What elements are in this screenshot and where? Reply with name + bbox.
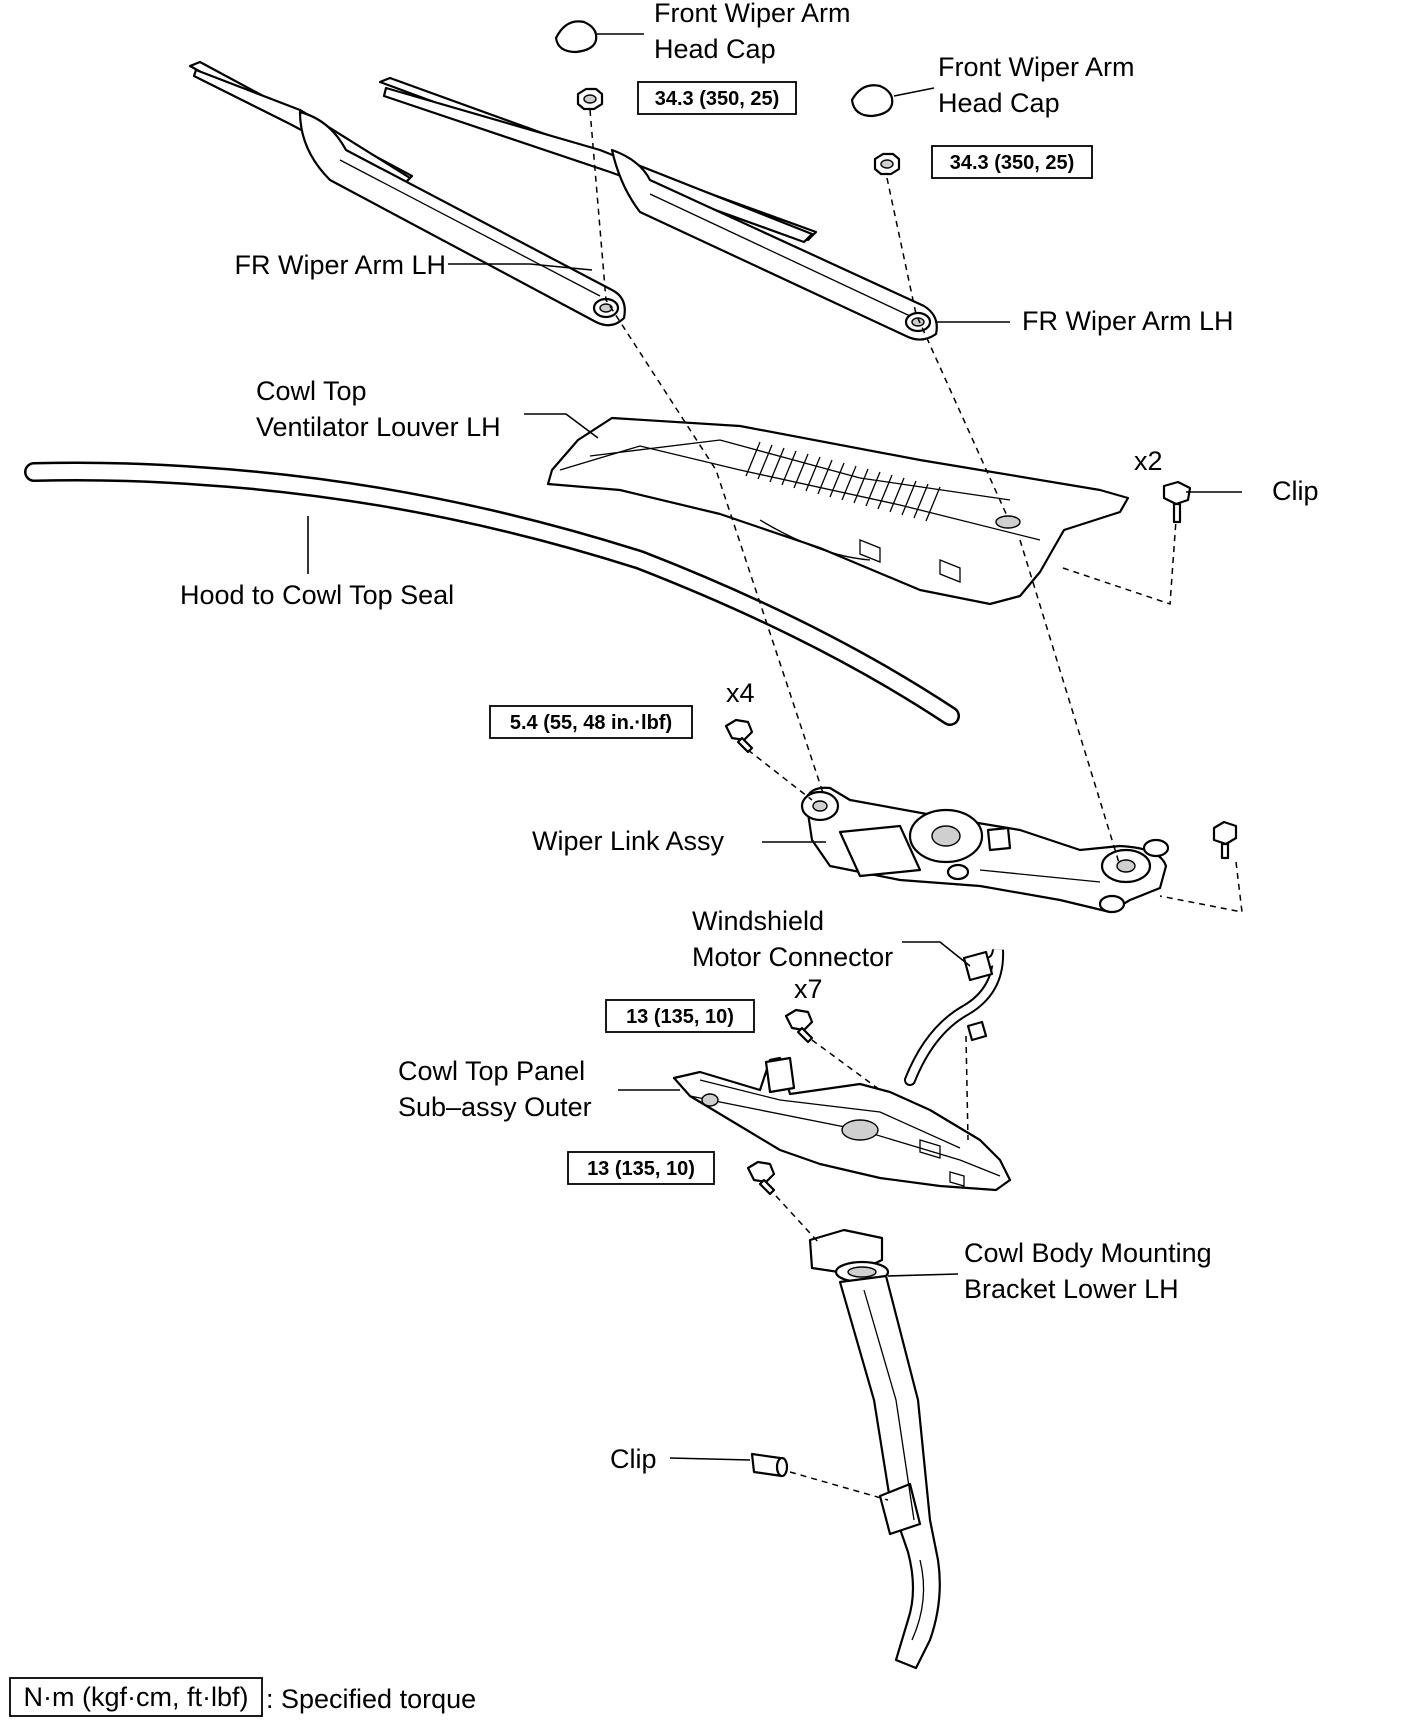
panel-bolt-2: [746, 1160, 776, 1196]
motor-connector: [904, 948, 1005, 1086]
clip-top: [1162, 480, 1192, 524]
label-head-cap-1-line2: Head Cap: [654, 34, 776, 64]
torque-box-panel-bolt-2: 13 (135, 10): [567, 1151, 715, 1185]
label-louver-line1: Cowl Top: [256, 376, 367, 406]
alignment-lines: [589, 109, 1243, 1501]
cowl-body-mounting-bracket: [808, 1228, 941, 1670]
label-link-assy: Wiper Link Assy: [532, 826, 725, 856]
clip-bottom: [750, 1452, 789, 1478]
label-arm-right: FR Wiper Arm LH: [1022, 306, 1234, 336]
torque-panel-bolt-2: 13 (135, 10): [587, 1158, 695, 1180]
legend: N·m (kgf·cm, ft·lbf) : Specified torque: [9, 1677, 476, 1717]
hood-to-cowl-top-seal: [24, 461, 960, 726]
arm-nut-right: [873, 152, 901, 176]
label-panel-line1: Cowl Top Panel: [398, 1056, 585, 1086]
torque-arm-nut-1: 34.3 (350, 25): [655, 88, 780, 110]
link-bolt-right: [1212, 820, 1238, 860]
label-panel-bolt-count: x7: [794, 974, 823, 1004]
label-head-cap-1-line1: Front Wiper Arm: [654, 0, 851, 28]
head-cap-left: [554, 20, 598, 54]
leader-lines: [307, 33, 1242, 1461]
legend-unit: N·m (kgf·cm, ft·lbf): [24, 1682, 249, 1712]
label-head-cap-2-line1: Front Wiper Arm: [938, 52, 1135, 82]
link-bolt: [724, 718, 754, 754]
label-bracket-line2: Bracket Lower LH: [964, 1274, 1179, 1304]
torque-box-link-bolt: 5.4 (55, 48 in.·lbf): [489, 705, 693, 739]
label-clip-bottom: Clip: [610, 1444, 657, 1474]
legend-text: : Specified torque: [266, 1684, 476, 1714]
label-louver-line2: Ventilator Louver LH: [256, 412, 501, 442]
torque-link-bolt: 5.4 (55, 48 in.·lbf): [510, 712, 672, 734]
label-seal: Hood to Cowl Top Seal: [180, 580, 454, 610]
label-arm-left: FR Wiper Arm LH: [234, 250, 446, 280]
cowl-top-panel-outer: [672, 1056, 1012, 1192]
torque-panel-bolt-1: 13 (135, 10): [626, 1006, 734, 1028]
label-connector-line2: Motor Connector: [692, 942, 893, 972]
cowl-top-louver: [546, 416, 1130, 606]
wiper-arm-right: [378, 76, 938, 341]
label-clip-count: x2: [1134, 446, 1163, 476]
torque-box-nut-1: 34.3 (350, 25): [637, 81, 797, 115]
torque-box-panel-bolt-1: 13 (135, 10): [605, 999, 755, 1033]
label-bracket-line1: Cowl Body Mounting: [964, 1238, 1212, 1268]
label-connector-line1: Windshield: [692, 906, 824, 936]
wiper-link-assy: [800, 786, 1170, 914]
label-link-bolt-count: x4: [726, 678, 755, 708]
head-cap-right: [850, 84, 894, 118]
torque-arm-nut-2: 34.3 (350, 25): [950, 152, 1075, 174]
label-panel-line2: Sub–assy Outer: [398, 1092, 592, 1122]
wiper-arm-left: [188, 60, 626, 327]
panel-bolt-1: [784, 1008, 814, 1044]
arm-nut-left: [576, 87, 604, 111]
label-head-cap-2-line2: Head Cap: [938, 88, 1060, 118]
label-clip-top: Clip: [1272, 476, 1319, 506]
torque-box-nut-2: 34.3 (350, 25): [931, 145, 1093, 179]
